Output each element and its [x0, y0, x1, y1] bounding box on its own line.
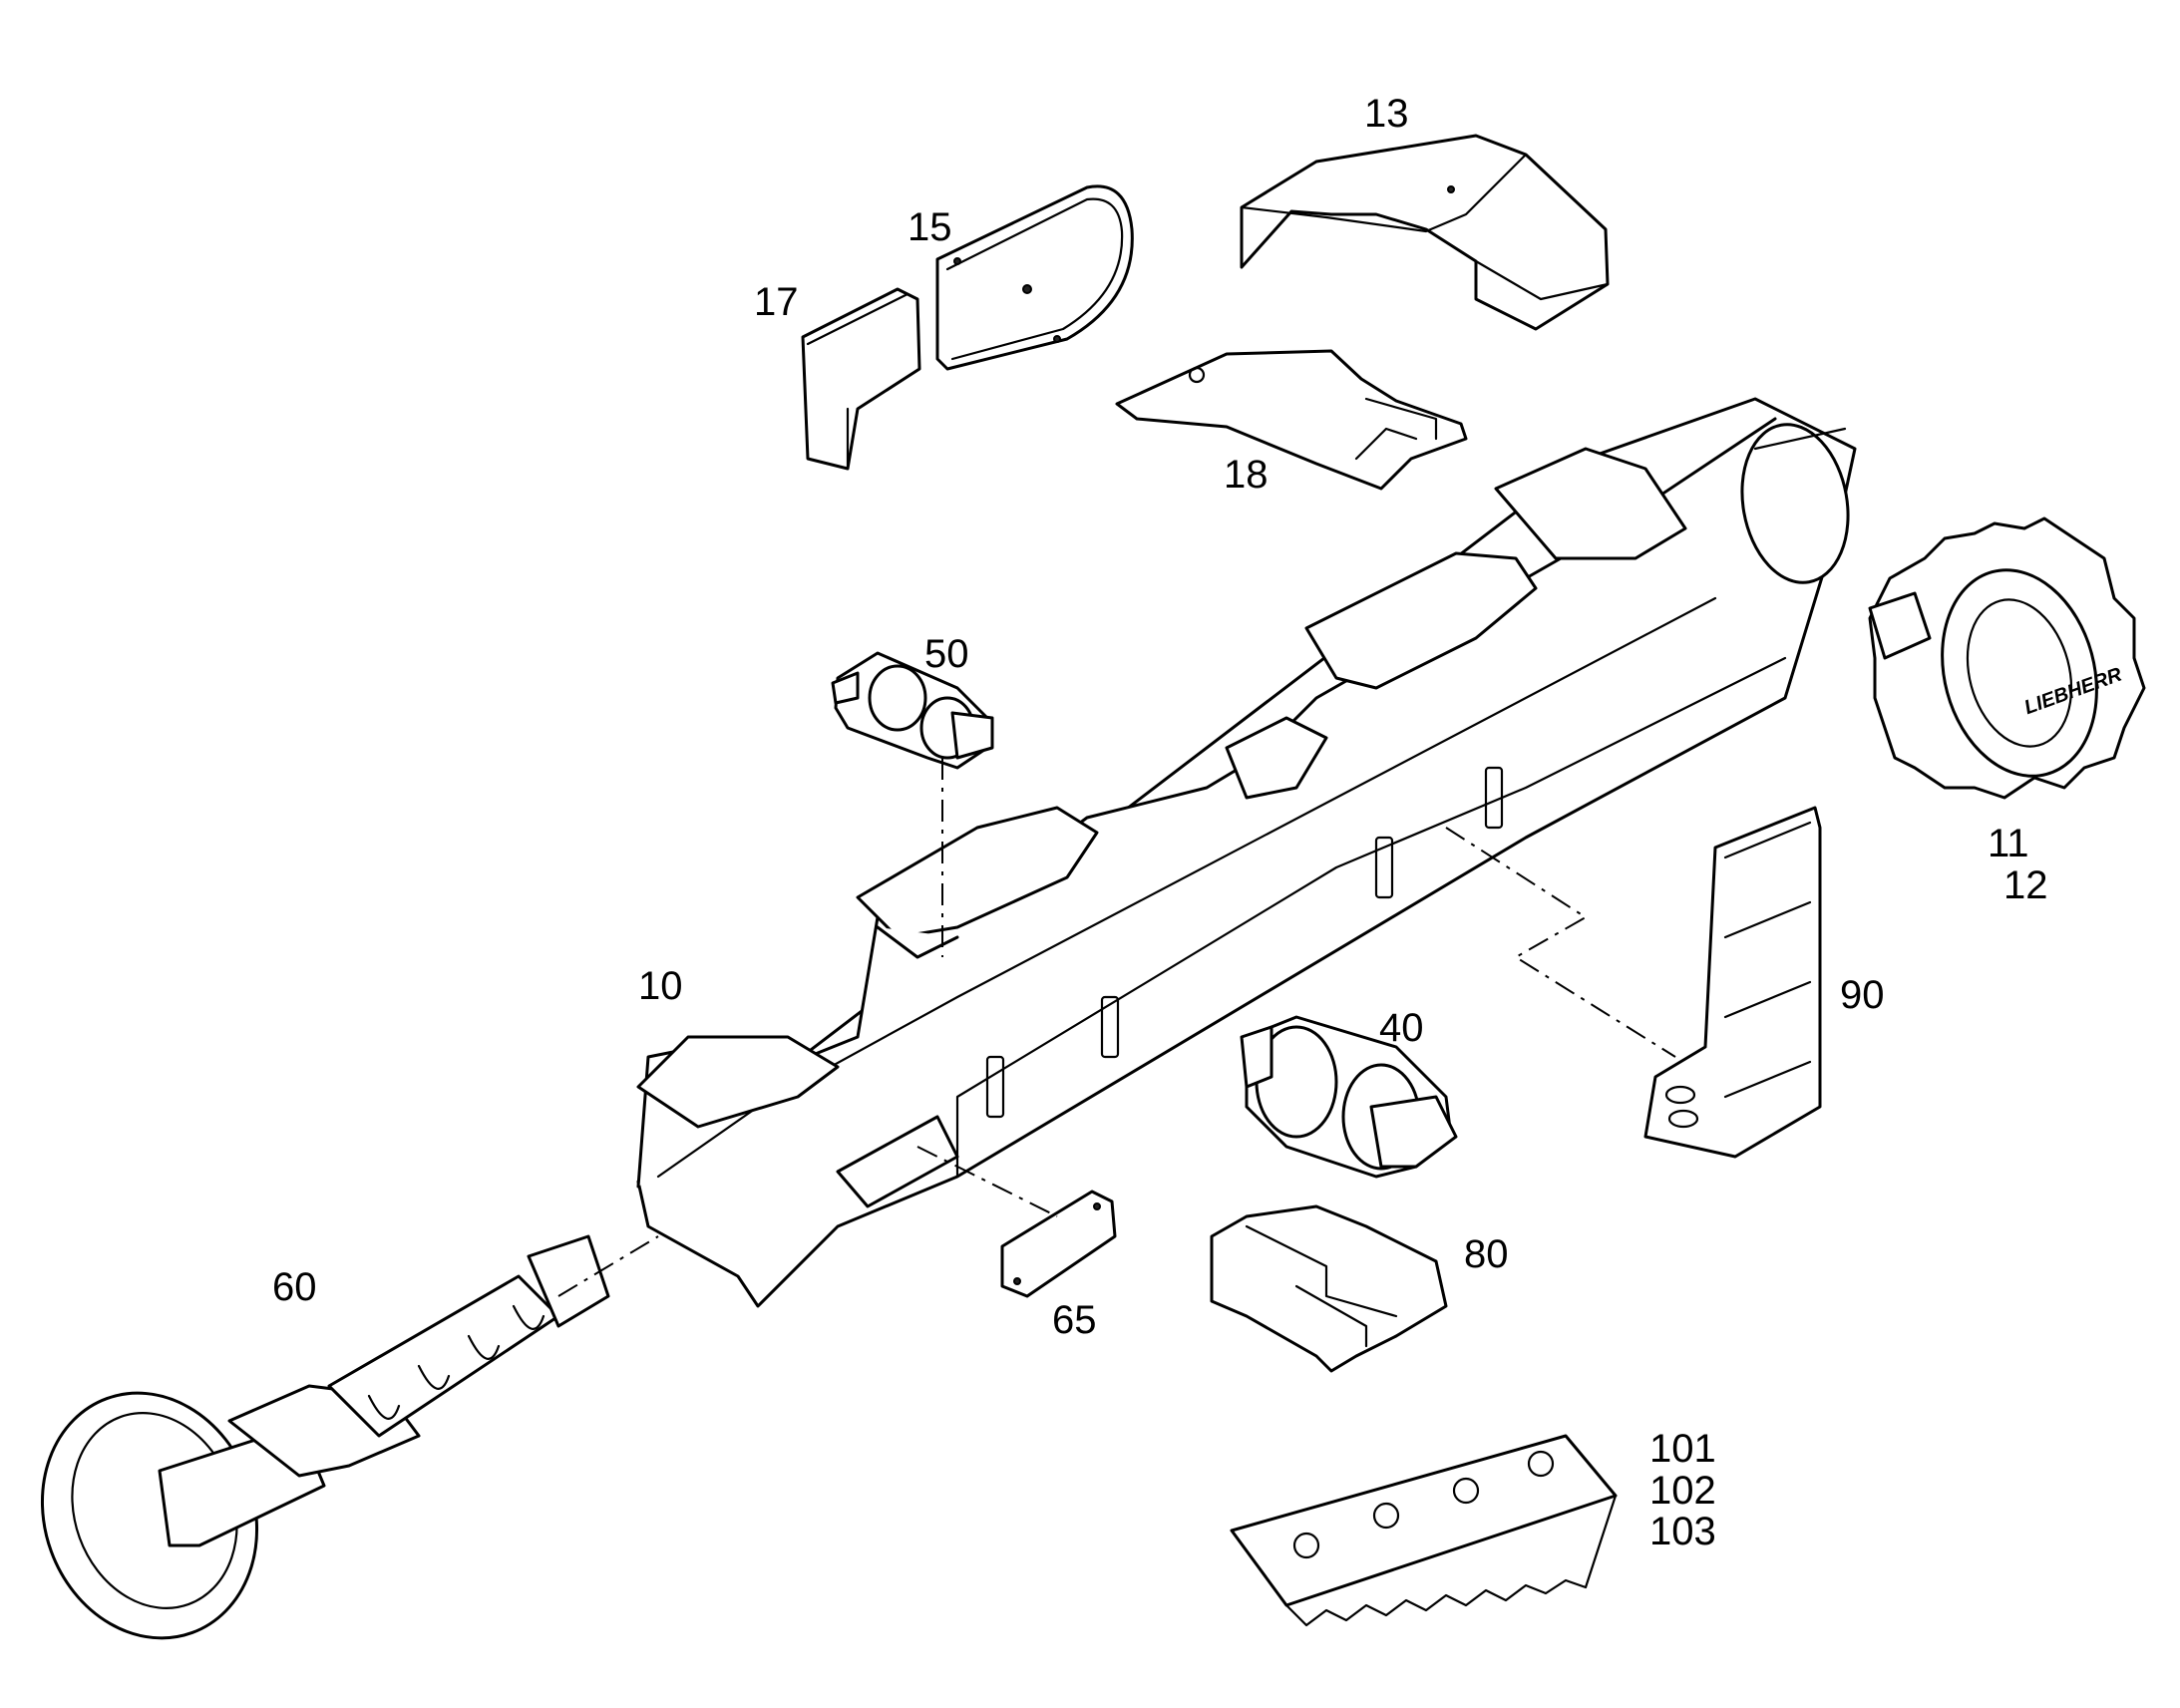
part-15-cover-plate — [935, 184, 1134, 371]
callout-65: 65 — [1052, 1298, 1097, 1342]
callout-101: 101 — [1649, 1427, 1716, 1471]
part-40-track-roller — [1240, 1015, 1458, 1179]
part-80-roller-guard — [1210, 1204, 1448, 1373]
callout-103: 103 — [1649, 1510, 1716, 1553]
part-10-track-frame — [636, 397, 1857, 1308]
leader-90 — [1445, 827, 1676, 1058]
callout-11: 11 — [1988, 822, 2029, 865]
callout-15: 15 — [908, 205, 952, 249]
callout-12: 12 — [2003, 863, 2048, 907]
callout-13: 13 — [1364, 92, 1409, 136]
part-65-small-plate — [1000, 1190, 1117, 1298]
part-11-12-sprocket: LIEBHERR — [1868, 516, 2146, 800]
leader-65 — [916, 1146, 1058, 1217]
leader-lines — [557, 758, 1676, 1297]
part-60-idler-spring — [40, 1234, 610, 1640]
callout-40: 40 — [1379, 1006, 1424, 1050]
callout-50: 50 — [924, 632, 969, 676]
leader-60 — [557, 1235, 659, 1297]
callout-80: 80 — [1464, 1232, 1509, 1276]
callout-102: 102 — [1649, 1469, 1716, 1513]
callout-10: 10 — [638, 964, 683, 1008]
part-13-cover — [1240, 134, 1610, 331]
callout-17: 17 — [754, 280, 799, 324]
part-17-bracket — [801, 287, 921, 471]
part-18-mounting-plate — [1115, 349, 1468, 491]
part-90-guide-bracket — [1643, 806, 1822, 1159]
part-101-103-track-chain — [1230, 1434, 1618, 1627]
callout-60: 60 — [272, 1265, 317, 1309]
callout-90: 90 — [1840, 973, 1885, 1017]
part-50-carrier-roller — [831, 651, 994, 770]
callout-18: 18 — [1224, 453, 1269, 497]
